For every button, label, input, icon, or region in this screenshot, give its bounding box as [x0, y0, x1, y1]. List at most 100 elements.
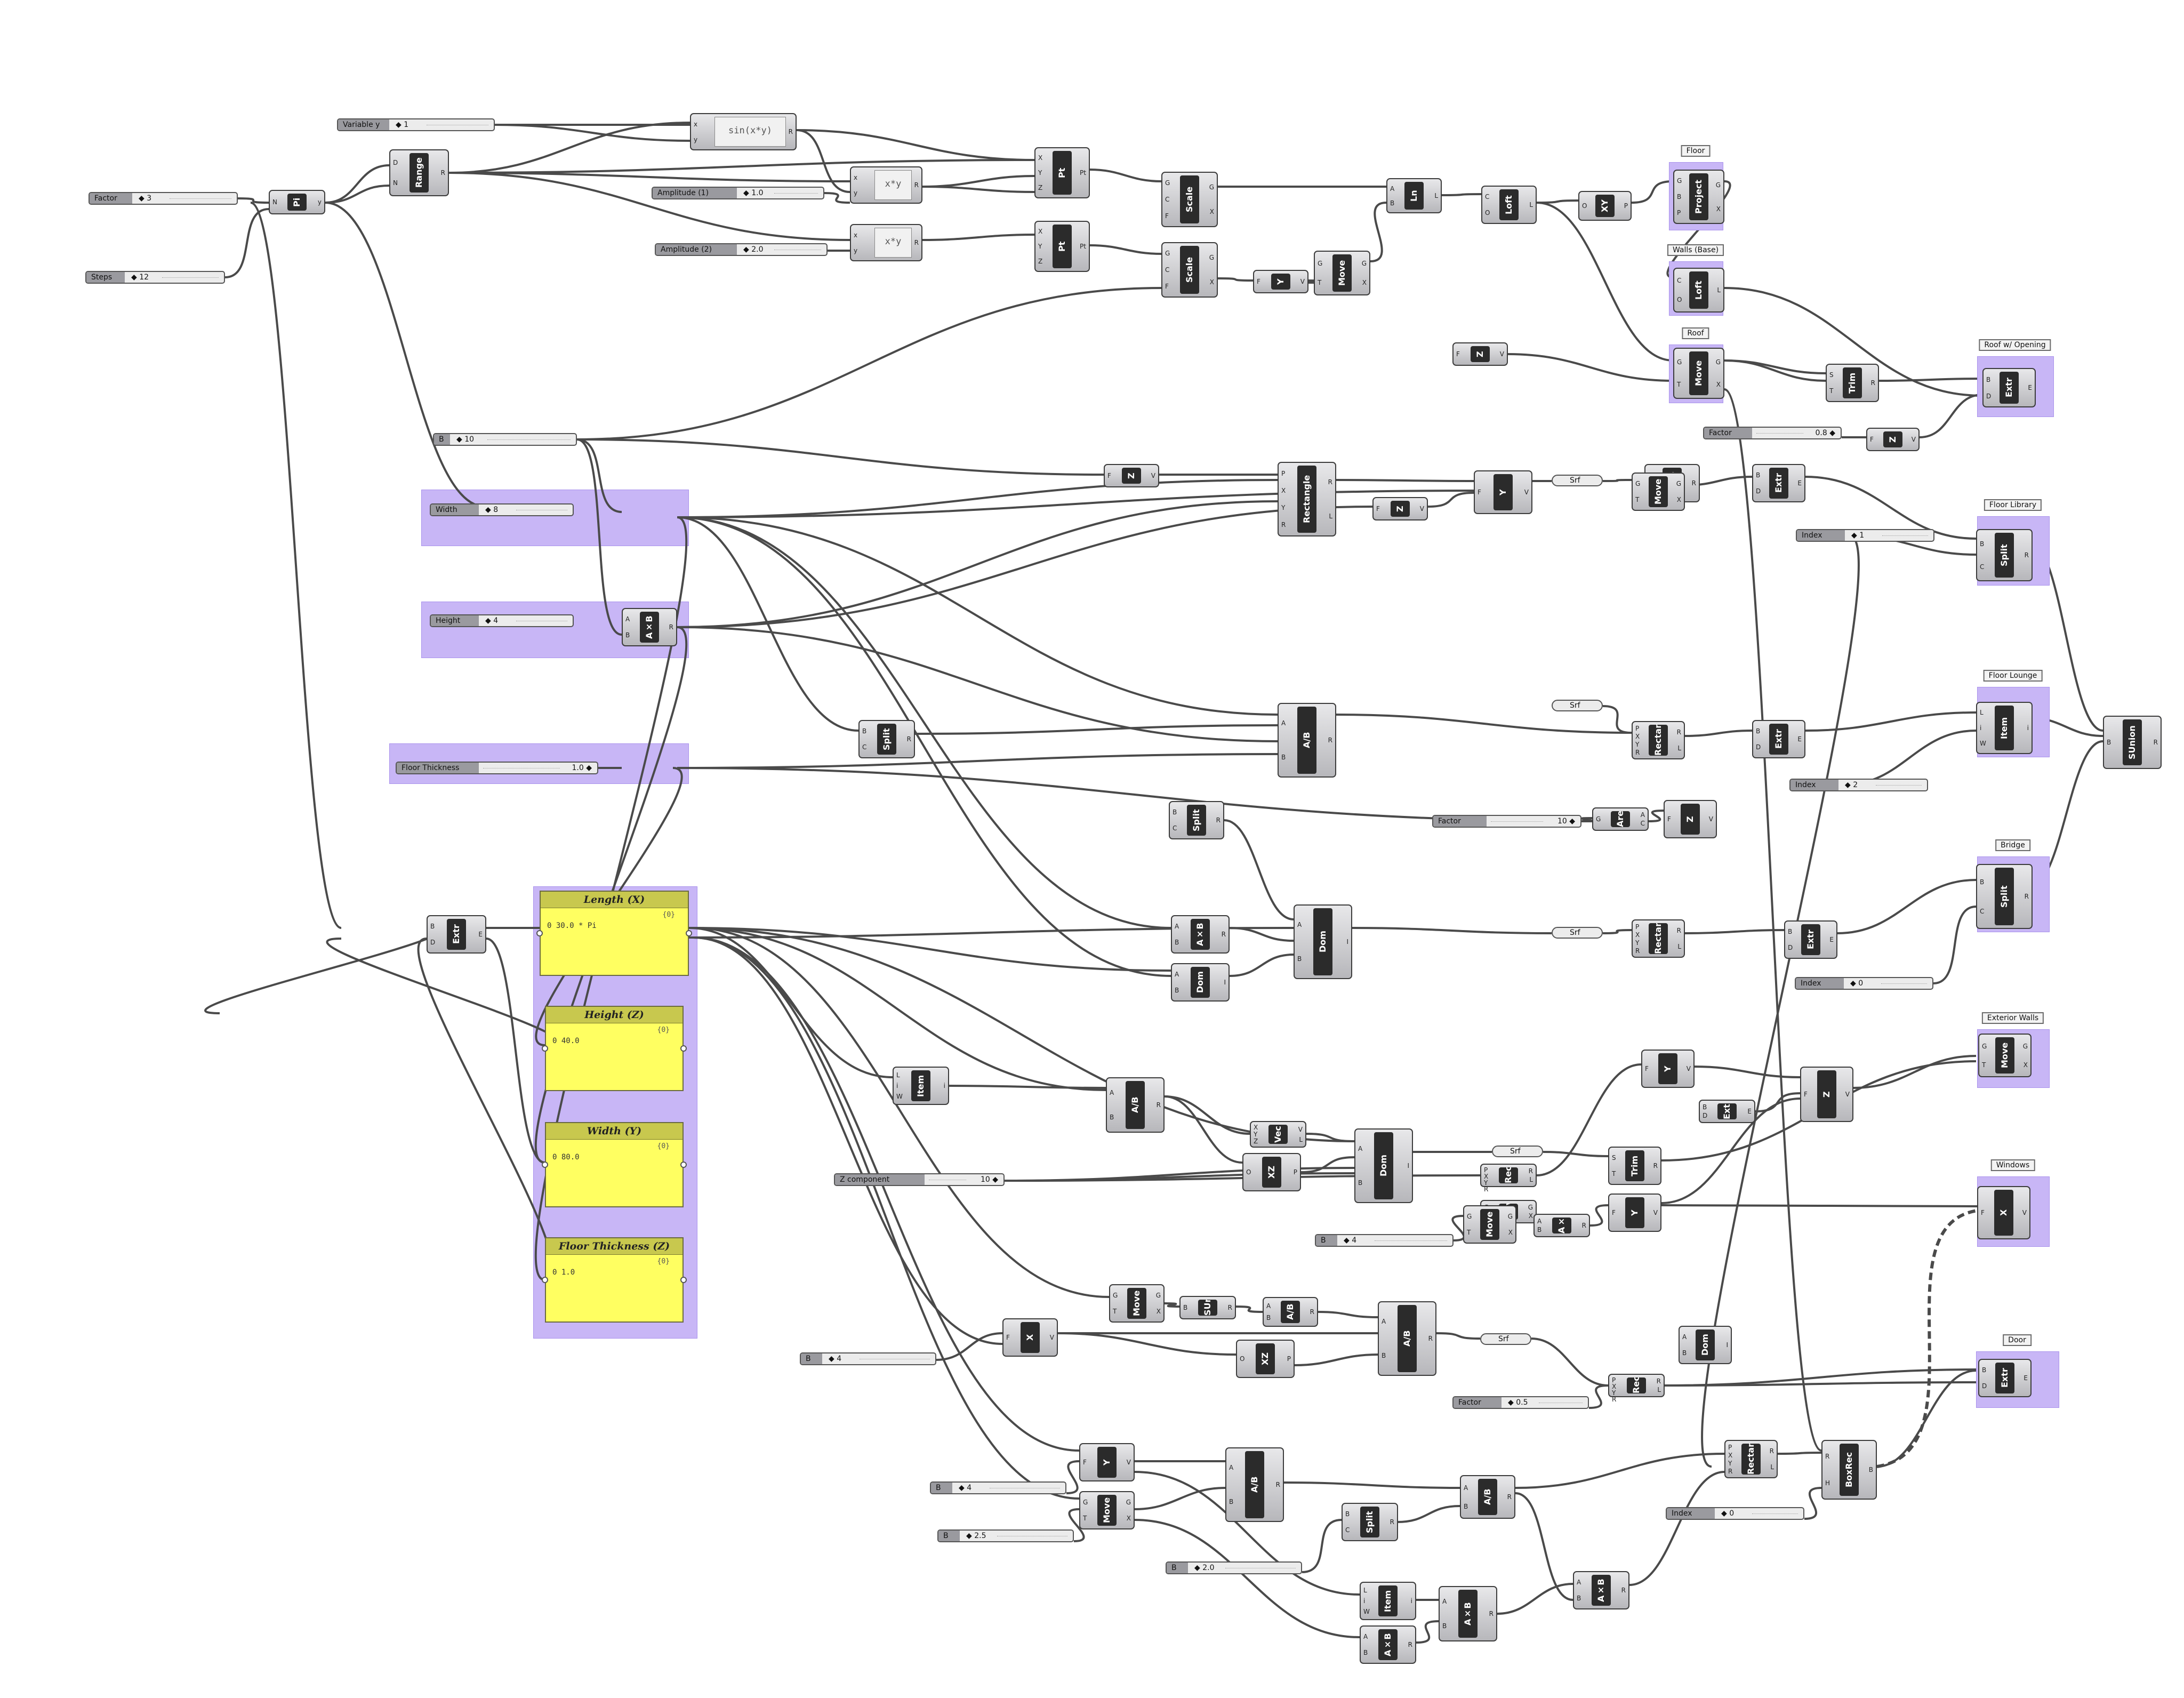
- wire[interactable]: [1589, 1204, 1609, 1227]
- wire[interactable]: [448, 172, 850, 182]
- wire[interactable]: [949, 1085, 1106, 1089]
- wire[interactable]: [1536, 199, 1579, 204]
- input-param[interactable]: B: [1464, 1502, 1468, 1510]
- slider-value[interactable]: ◆ 1.0: [743, 189, 764, 197]
- wire[interactable]: [1427, 492, 1474, 508]
- output-param[interactable]: G: [1507, 1213, 1513, 1220]
- output-param[interactable]: Pt: [1080, 243, 1086, 250]
- input-param[interactable]: B: [1756, 471, 1761, 479]
- input-param[interactable]: P: [1281, 470, 1286, 477]
- input-param[interactable]: B: [1175, 987, 1179, 994]
- wire[interactable]: [494, 124, 690, 142]
- output-param[interactable]: G: [1528, 1204, 1533, 1211]
- wire[interactable]: [1235, 1305, 1263, 1313]
- input-param[interactable]: y: [854, 246, 858, 254]
- panel-output-pin[interactable]: [680, 1045, 687, 1052]
- output-param[interactable]: E: [2028, 384, 2032, 391]
- output-param[interactable]: E: [1797, 735, 1802, 743]
- output-param[interactable]: G: [1209, 183, 1214, 191]
- wire[interactable]: [1588, 1384, 1609, 1409]
- input-param[interactable]: B: [1358, 1179, 1363, 1187]
- slider-value[interactable]: 10 ◆: [980, 1175, 998, 1184]
- slider-value[interactable]: ◆ 10: [456, 435, 475, 444]
- input-param[interactable]: B: [1537, 1226, 1542, 1234]
- input-param[interactable]: X: [1254, 1124, 1258, 1132]
- output-param[interactable]: R: [2024, 893, 2029, 900]
- output-param[interactable]: E: [2024, 1374, 2028, 1382]
- output-param[interactable]: R: [1676, 927, 1681, 934]
- wire[interactable]: [1164, 1095, 1243, 1164]
- slider-value[interactable]: ◆ 2.5: [966, 1532, 986, 1540]
- input-param[interactable]: B: [625, 631, 630, 639]
- input-param[interactable]: C: [1980, 907, 1985, 915]
- input-param[interactable]: F: [1645, 1065, 1649, 1072]
- output-param[interactable]: L: [1329, 512, 1332, 520]
- input-param[interactable]: A: [1537, 1218, 1542, 1225]
- wire[interactable]: [1306, 1133, 1355, 1142]
- input-param[interactable]: F: [1376, 505, 1380, 512]
- input-param[interactable]: B: [1442, 1622, 1447, 1630]
- output-param[interactable]: X: [1676, 496, 1681, 503]
- input-param[interactable]: P: [1677, 209, 1681, 217]
- input-param[interactable]: B: [1281, 754, 1286, 761]
- wire[interactable]: [1805, 711, 1977, 732]
- output-param[interactable]: E: [1747, 1108, 1752, 1115]
- slider-amplitude-2[interactable]: Amplitude (2)◆ 2.0: [655, 243, 828, 256]
- wire[interactable]: [1629, 1471, 1725, 1586]
- input-param[interactable]: D: [393, 159, 398, 166]
- wire[interactable]: [1352, 927, 1552, 934]
- relay-srf[interactable]: Srf: [1552, 700, 1603, 711]
- input-param[interactable]: F: [1612, 1209, 1616, 1216]
- slider-index[interactable]: Index◆ 1: [1796, 529, 1934, 542]
- wire[interactable]: [914, 724, 1278, 735]
- wire[interactable]: [1602, 479, 1632, 482]
- slider-index[interactable]: Index◆ 0: [1795, 977, 1933, 990]
- wire[interactable]: [325, 185, 390, 204]
- wire[interactable]: [1531, 1337, 1609, 1387]
- wire[interactable]: [677, 479, 1278, 518]
- input-param[interactable]: B: [1175, 939, 1179, 946]
- output-param[interactable]: X: [1156, 1308, 1161, 1315]
- input-param[interactable]: G: [1083, 1499, 1088, 1506]
- panel-width-y[interactable]: Width (Y){0}0 80.0: [542, 1122, 687, 1207]
- output-param[interactable]: E: [1829, 936, 1834, 943]
- panel-height-z[interactable]: Height (Z){0}0 40.0: [542, 1006, 687, 1091]
- input-param[interactable]: C: [1165, 195, 1170, 203]
- slider-value[interactable]: ◆ 2.0: [743, 245, 764, 254]
- slider-b[interactable]: B◆ 4: [930, 1481, 1066, 1494]
- output-param[interactable]: C: [1640, 820, 1645, 827]
- wire[interactable]: [688, 927, 1355, 1142]
- panel-input-pin[interactable]: [542, 1045, 548, 1052]
- wire[interactable]: [1300, 1156, 1355, 1173]
- slider-index[interactable]: Index◆ 0: [1666, 1507, 1804, 1520]
- input-param[interactable]: B: [1345, 1510, 1350, 1518]
- input-param[interactable]: F: [1257, 278, 1260, 285]
- input-param[interactable]: A: [625, 615, 630, 623]
- output-param[interactable]: X: [1209, 208, 1214, 215]
- wire[interactable]: [1294, 1353, 1378, 1366]
- wire[interactable]: [1336, 479, 1474, 482]
- output-param[interactable]: V: [1653, 1209, 1658, 1216]
- panel-floor-thickness-z[interactable]: Floor Thickness (Z){0}0 1.0: [542, 1237, 687, 1323]
- slider-height[interactable]: Height◆ 4: [430, 614, 574, 627]
- input-param[interactable]: O: [1485, 209, 1490, 217]
- wire[interactable]: [1515, 1453, 1725, 1489]
